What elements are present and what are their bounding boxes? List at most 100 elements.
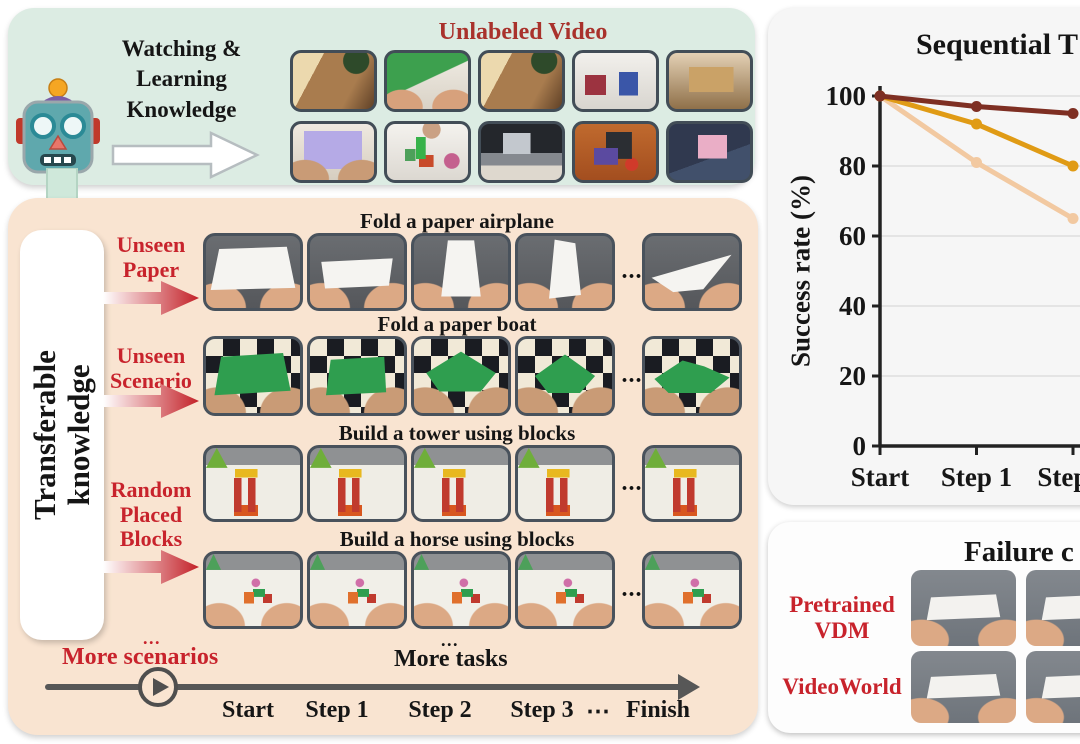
task-title-fold-boat: Fold a paper boat [377, 312, 537, 336]
task-step-thumbnail [515, 336, 615, 416]
robot-icon [16, 78, 100, 174]
label-line: Pretrained [789, 592, 895, 617]
label-line: Placed [119, 501, 183, 527]
failure-case-thumbnail [911, 570, 1016, 646]
dark-red-line-point [1067, 108, 1079, 119]
purple-paper-sheet-thumbnail [290, 121, 377, 183]
failure-cases-title: Failure c [964, 536, 1074, 568]
random-placed-blocks-label: Random Placed Blocks [85, 477, 217, 552]
label-line: VDM [814, 618, 870, 644]
y-tick-label: 20 [839, 361, 866, 391]
label-line: Unseen [116, 232, 186, 257]
timeline-axis [45, 684, 685, 690]
more-tasks-label: More tasks [394, 646, 508, 672]
green-paper-airplane-thumbnail [384, 50, 471, 112]
task-step-thumbnail [203, 233, 303, 311]
task-title-fold-airplane: Fold a paper airplane [360, 209, 554, 233]
more-scenarios-dots: ... [143, 628, 161, 648]
timeline-label-start: Start [222, 697, 274, 723]
task-step-thumbnail [642, 336, 742, 416]
row-ellipsis: ... [621, 469, 643, 496]
right-arrow-icon [111, 131, 260, 179]
watching-learning-label: Watching & Learning Knowledge [104, 34, 259, 125]
timeline-label-step3: Step 3 [510, 697, 574, 723]
task-step-thumbnail [411, 336, 511, 416]
label-line: Scenario [110, 367, 192, 393]
timeline-label-step2: Step 2 [408, 697, 472, 723]
orange-line-point [971, 118, 982, 130]
task-step-thumbnail [307, 445, 407, 522]
timeline-arrowhead-icon [678, 674, 700, 700]
unlabeled-video-title: Unlabeled Video [438, 19, 608, 45]
row-ellipsis: ... [621, 257, 643, 284]
y-tick-label: 40 [839, 291, 866, 321]
label-line: VideoWorld [782, 674, 902, 699]
dark-red-line-point [971, 101, 982, 112]
peach-line-point [971, 157, 982, 168]
failure-case-thumbnail [1026, 570, 1080, 646]
failure-case-thumbnail [911, 651, 1016, 723]
label-line: Paper [122, 256, 180, 282]
task-step-thumbnail [307, 551, 407, 629]
task-step-thumbnail [515, 445, 615, 522]
task-title-build-horse: Build a horse using blocks [339, 527, 575, 551]
robot-arm-on-table-thumbnail [572, 121, 659, 183]
play-icon[interactable] [138, 667, 178, 707]
task-step-thumbnail [642, 233, 742, 311]
label-line: Blocks [119, 526, 183, 552]
more-scenarios-label: More scenarios [62, 644, 219, 670]
knowledge-line: Learning [136, 66, 227, 92]
red-arrow-icon [103, 384, 199, 418]
wooden-blocks-scene-thumbnail [290, 50, 377, 112]
task-step-thumbnail [515, 551, 615, 629]
failure-case-thumbnail [1026, 651, 1080, 723]
watching-learning-panel: Watching & Learning Knowledge Unlabeled … [8, 8, 755, 185]
peach-line-point [1067, 213, 1079, 224]
timeline-label-step1: Step 1 [305, 697, 369, 723]
unseen-scenario-label: Unseen Scenario [85, 343, 217, 393]
red-arrow-icon [103, 550, 199, 584]
row-ellipsis: ... [621, 361, 643, 388]
x-tick-label: Step 1 [941, 462, 1012, 492]
task-step-thumbnail [642, 551, 742, 629]
task-step-thumbnail [307, 336, 407, 416]
videoworld-label: VideoWorld [774, 674, 910, 700]
task-step-thumbnail [307, 233, 407, 311]
dark-red-line-point [874, 90, 886, 102]
y-tick-label: 80 [839, 151, 866, 181]
row-ellipsis: ... [621, 575, 643, 602]
pink-cloth-folding-thumbnail [666, 121, 753, 183]
timeline-label-ellipsis: ⋯ [586, 699, 610, 725]
y-tick-label: 60 [839, 221, 866, 251]
wooden-horse-blocks-thumbnail [666, 50, 753, 112]
task-step-thumbnail [515, 233, 615, 311]
unseen-paper-label: Unseen Paper [85, 232, 217, 282]
task-step-thumbnail [411, 445, 511, 522]
task-step-thumbnail [642, 445, 742, 522]
failure-cases-panel: Failure c Pretrained VDM VideoWorld [768, 522, 1080, 733]
red-and-blue-cubes-thumbnail [572, 50, 659, 112]
label-line: Random [110, 477, 192, 502]
task-step-thumbnail [203, 551, 303, 629]
orange-line-point [1067, 160, 1079, 172]
knowledge-line: Watching & [121, 36, 242, 61]
more-tasks-dots: ... [441, 630, 459, 650]
knowledge-line: Knowledge [126, 96, 237, 122]
task-step-thumbnail [411, 233, 511, 311]
label-line: Unseen [116, 343, 186, 368]
robot-arm-gripper-thumbnail [478, 121, 565, 183]
unlabeled-video-grid [290, 50, 753, 183]
x-tick-label: Start [851, 462, 909, 492]
y-tick-label: 100 [826, 81, 867, 111]
chart-title: Sequential T [916, 28, 1078, 61]
wooden-blocks-scene-2-thumbnail [478, 50, 565, 112]
timeline-label-finish: Finish [625, 697, 691, 723]
transferable-knowledge-box: Transferable knowledge [20, 230, 104, 640]
red-arrow-icon [103, 281, 199, 315]
y-tick-label: 0 [853, 431, 867, 461]
transferable-line: Transferable [26, 350, 62, 520]
block-stacking-hand-thumbnail [384, 121, 471, 183]
task-step-thumbnail [411, 551, 511, 629]
